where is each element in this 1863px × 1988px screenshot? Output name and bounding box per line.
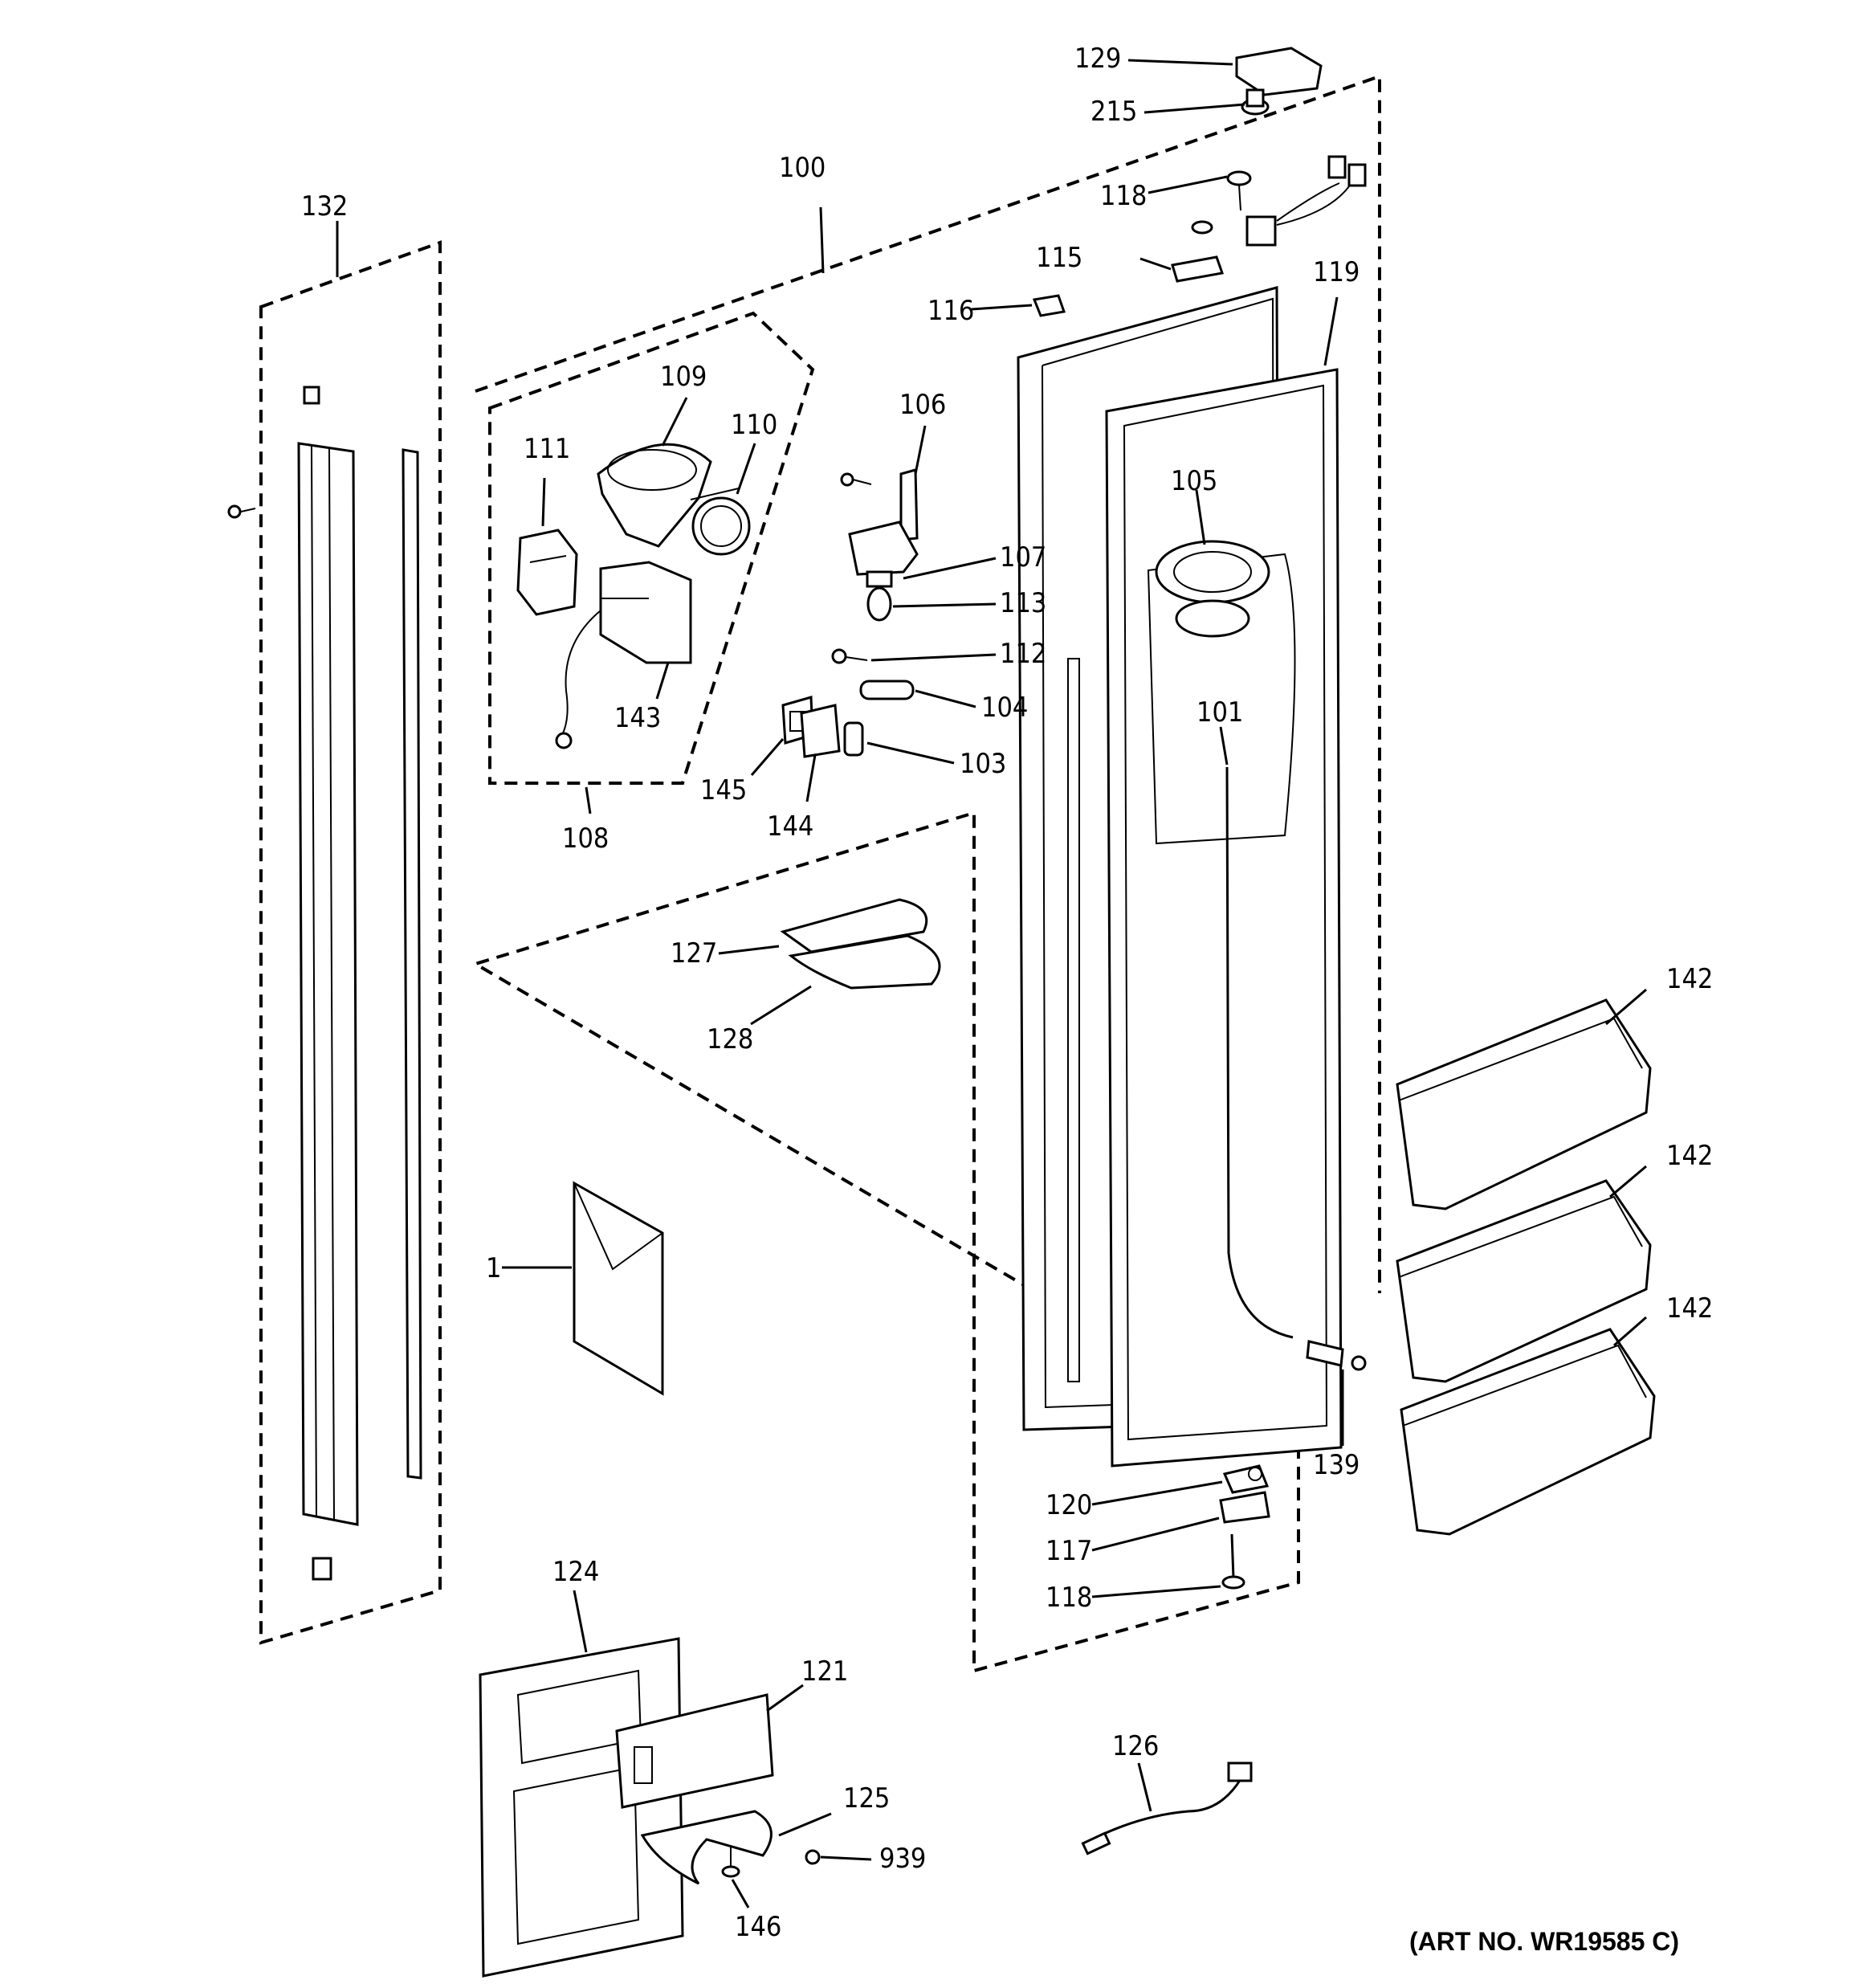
part-142-bin-middle	[1396, 1179, 1652, 1383]
label-115: 115	[1036, 242, 1082, 274]
part-109-funnel	[597, 443, 712, 548]
part-101-tube	[1225, 766, 1294, 1339]
part-146-screw	[721, 1847, 740, 1878]
label-105: 105	[1171, 465, 1217, 497]
label-110: 110	[731, 409, 777, 441]
group-outline-108	[488, 311, 815, 785]
part-107-socket	[848, 520, 919, 588]
part-142-bin-bottom	[1400, 1328, 1656, 1536]
label-128: 128	[707, 1023, 753, 1055]
label-119: 119	[1313, 256, 1360, 288]
label-139: 139	[1313, 1449, 1360, 1481]
label-101: 101	[1196, 696, 1243, 729]
art-number: (ART NO. WR19585 C)	[1409, 1927, 1679, 1956]
label-125: 125	[843, 1782, 890, 1815]
part-labels: 129 215 118 115 116 119 100 132 109 110 …	[301, 43, 1713, 1943]
part-117-bracket	[1219, 1491, 1270, 1524]
part-104-clip	[859, 680, 915, 700]
part-118-bottom-screw	[1221, 1533, 1245, 1590]
label-118-top: 118	[1100, 180, 1147, 212]
part-121-control-board	[615, 1693, 774, 1809]
label-124: 124	[552, 1556, 599, 1588]
label-112: 112	[1000, 638, 1046, 670]
label-118-bottom: 118	[1046, 1582, 1092, 1614]
part-126-sensor-cable	[1081, 1761, 1253, 1855]
part-106-lamp-bracket	[840, 468, 919, 541]
part-119-gasket	[1105, 368, 1343, 1468]
label-145: 145	[700, 774, 747, 806]
label-121: 121	[801, 1655, 848, 1688]
part-115-plate	[1171, 255, 1224, 283]
label-142-bottom: 142	[1666, 1292, 1713, 1325]
label-129: 129	[1074, 43, 1121, 75]
part-111-bracket	[516, 529, 578, 616]
part-132-trim	[227, 386, 422, 1581]
label-100: 100	[779, 152, 826, 184]
label-109: 109	[660, 361, 707, 393]
label-215: 215	[1090, 96, 1137, 128]
part-113-bulb	[866, 586, 892, 622]
part-120-hinge	[1222, 1464, 1270, 1494]
label-142-top: 142	[1666, 963, 1713, 995]
part-116-cap	[1032, 294, 1066, 317]
part-110-motor	[690, 488, 751, 556]
label-146: 146	[735, 1911, 781, 1943]
part-129-hinge	[1235, 47, 1323, 96]
label-103: 103	[960, 748, 1006, 780]
label-111: 111	[524, 433, 570, 465]
label-104: 104	[981, 692, 1028, 724]
label-117: 117	[1046, 1535, 1092, 1567]
label-132: 132	[301, 190, 348, 222]
part-215-bushing	[1241, 88, 1270, 116]
label-108: 108	[562, 823, 609, 855]
part-144-switch-cover	[800, 704, 841, 758]
label-113: 113	[1000, 587, 1046, 619]
part-127-shelf	[780, 898, 928, 953]
part-139-fitting	[1306, 1340, 1367, 1371]
part-112-screw	[831, 648, 868, 664]
part-939-fastener	[805, 1849, 821, 1865]
label-107: 107	[1000, 541, 1046, 574]
label-1: 1	[486, 1252, 501, 1284]
part-142-bin-top	[1396, 998, 1652, 1210]
group-outline-132	[259, 240, 442, 1645]
label-127: 127	[671, 937, 717, 970]
label-939: 939	[879, 1843, 926, 1875]
label-116: 116	[927, 295, 974, 327]
label-106: 106	[899, 389, 946, 421]
label-142-middle: 142	[1666, 1140, 1713, 1172]
part-118-top-screw	[1226, 170, 1252, 211]
dispenser-recess	[1147, 540, 1296, 845]
part-103-actuator	[843, 721, 864, 757]
part-124-dispenser-cover	[479, 1637, 684, 1978]
label-143: 143	[614, 702, 661, 734]
group-outline-100	[471, 74, 1381, 1673]
part-128-tray	[788, 934, 941, 990]
part-1-literature	[573, 1181, 664, 1396]
label-144: 144	[767, 810, 813, 843]
label-126: 126	[1112, 1730, 1159, 1762]
part-125-actuator	[640, 1810, 773, 1885]
label-120: 120	[1046, 1489, 1092, 1521]
leader-lines	[336, 59, 1647, 1908]
hinge-wire-harness	[1191, 155, 1367, 247]
part-143-housing	[555, 561, 692, 749]
